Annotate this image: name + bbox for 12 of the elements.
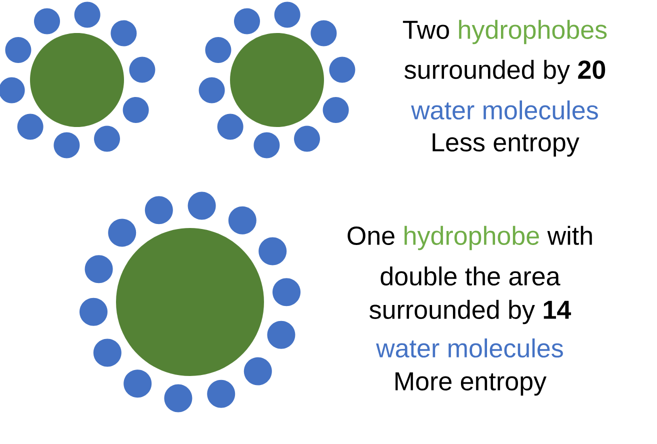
description-text: surrounded by 20 bbox=[404, 60, 606, 84]
highlighted-term: hydrophobes bbox=[459, 20, 607, 44]
highlighted-term: water molecules bbox=[376, 338, 563, 358]
description-text: Two bbox=[402, 20, 449, 39]
description-text: with bbox=[547, 226, 592, 245]
description-text: One bbox=[348, 226, 394, 245]
description-text: double the area bbox=[380, 266, 560, 286]
description-text: surrounded by 14 bbox=[370, 300, 572, 324]
highlighted-term: hydrophobe bbox=[404, 226, 539, 250]
description-text: Less entropy bbox=[432, 133, 580, 157]
highlighted-term: water molecules bbox=[411, 100, 598, 120]
description-text: More entropy bbox=[396, 372, 546, 396]
